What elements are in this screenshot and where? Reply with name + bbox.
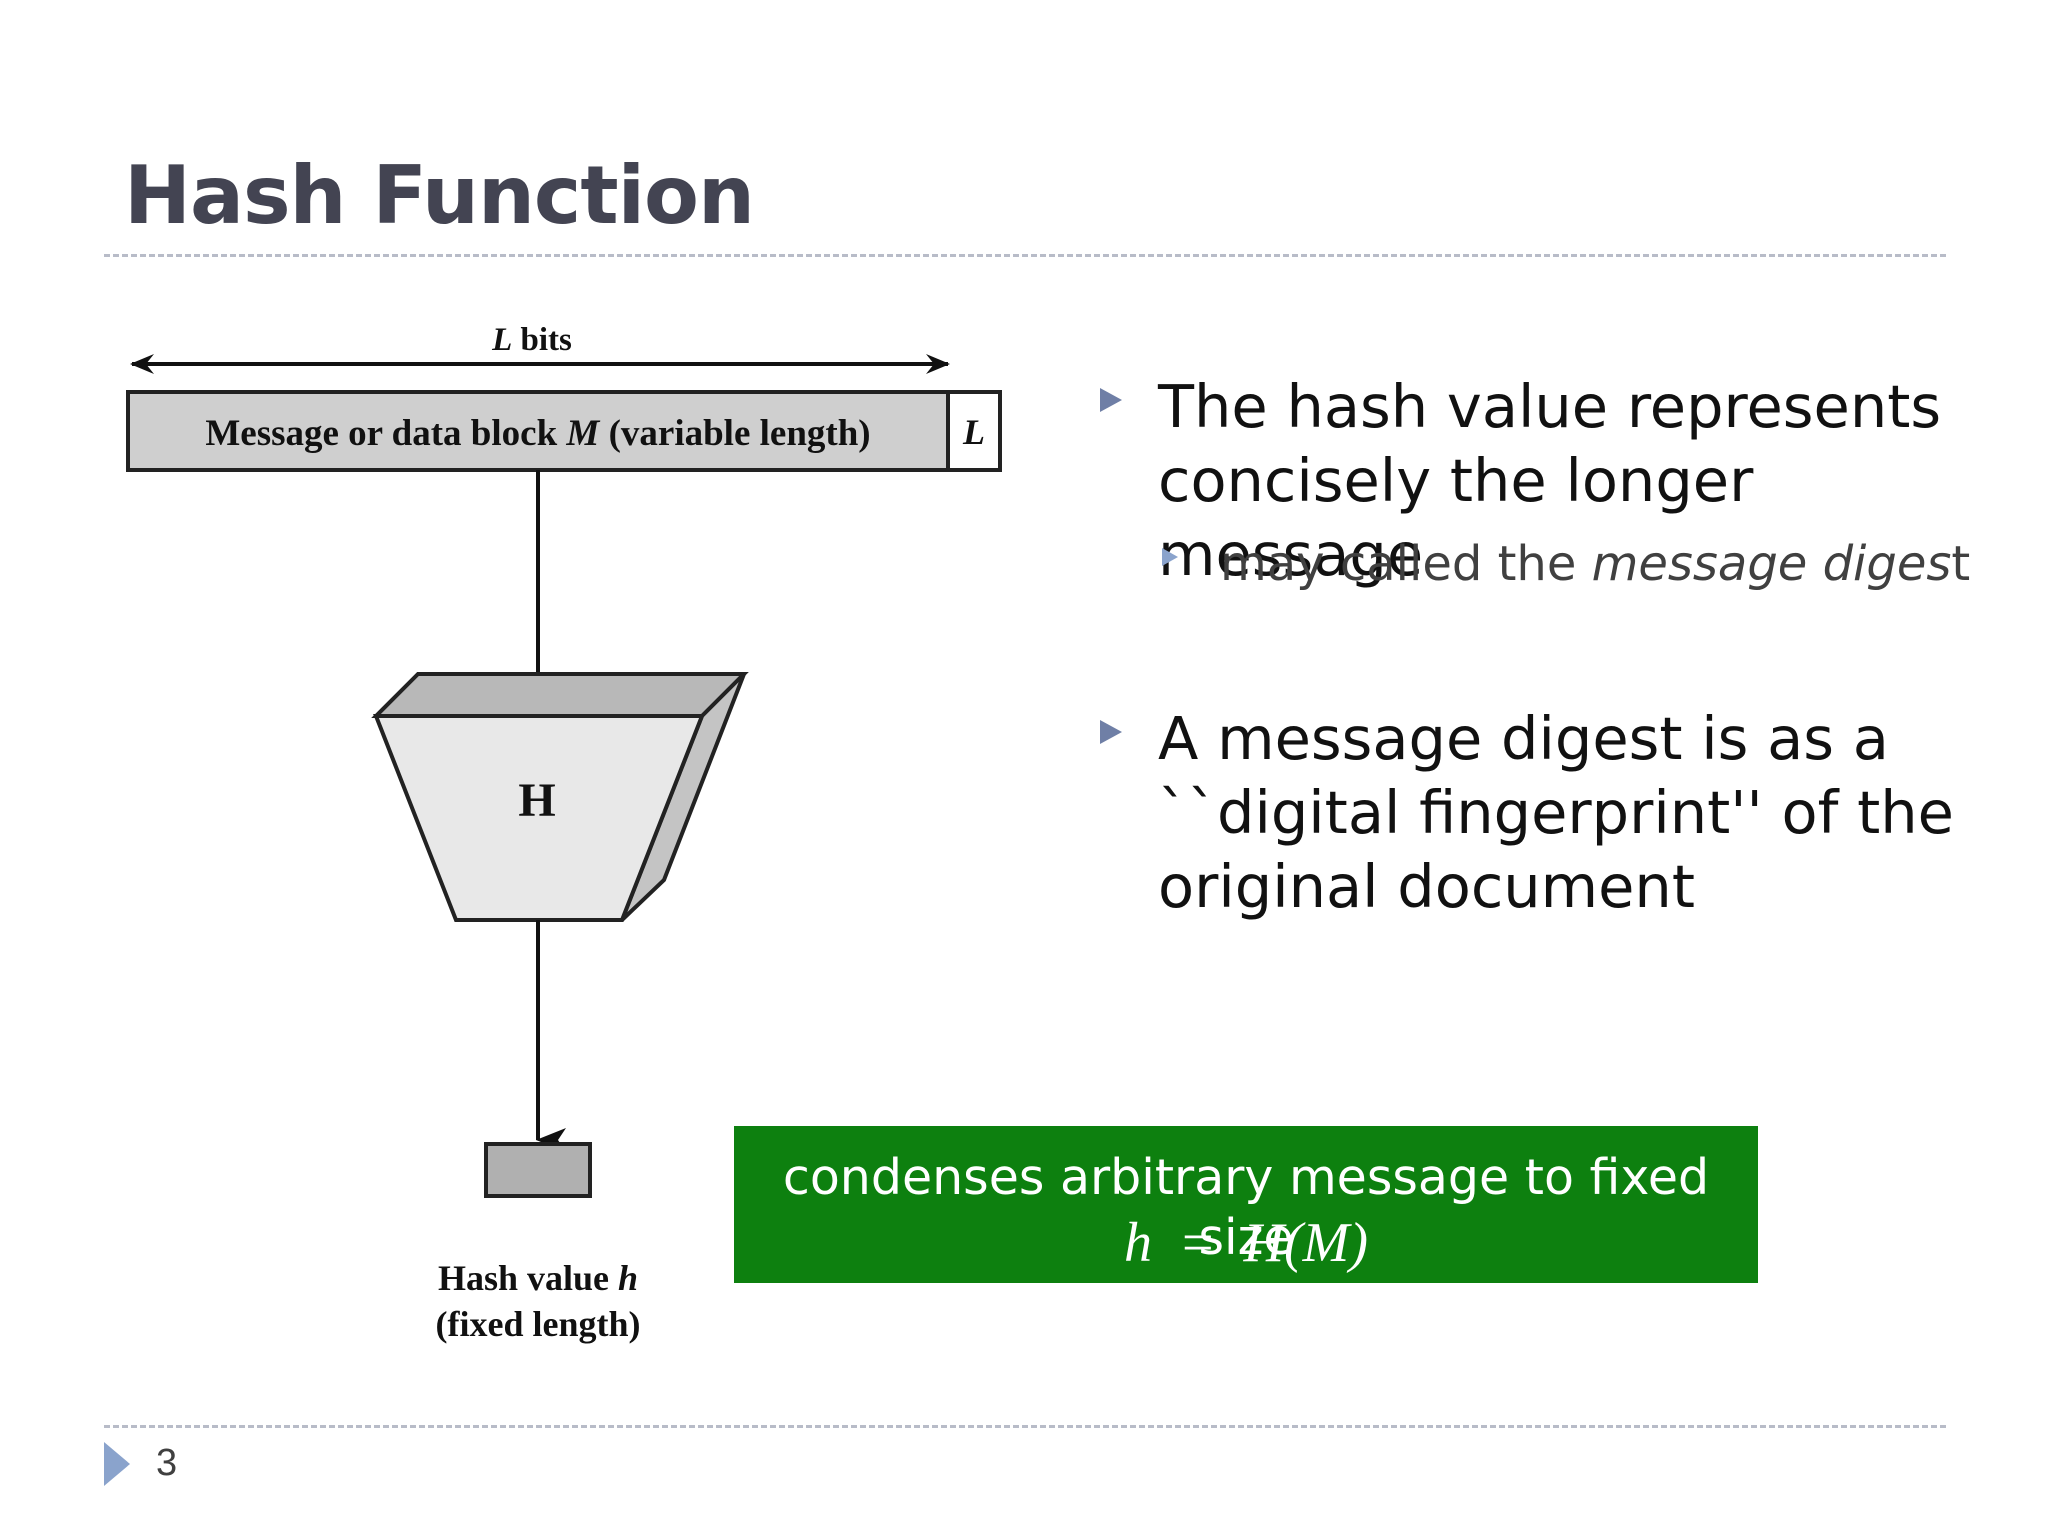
callout-box: condenses arbitrary message to fixed siz…: [734, 1126, 1758, 1283]
sub-bullet-marker-icon: [1162, 548, 1178, 566]
footer-arrow-icon: [104, 1442, 130, 1486]
hash-value-label-line2: (fixed length): [436, 1304, 641, 1344]
formula-rhs: H(M): [1243, 1212, 1368, 1274]
hash-formula: h = H(M): [734, 1213, 1758, 1273]
title-divider: [104, 254, 1946, 257]
bullet-text: The hash value represents concisely the …: [1158, 372, 1942, 589]
formula-lhs: h: [1124, 1212, 1152, 1274]
length-dimension-label: L bits: [491, 322, 572, 358]
function-box-front: [373, 714, 705, 922]
page-number: 3: [156, 1442, 178, 1484]
function-label: H: [518, 774, 555, 827]
function-box-top: [371, 672, 749, 718]
length-field-label: L: [962, 412, 985, 452]
sub-bullet-text: may called the message digest: [1220, 536, 1971, 592]
formula-eq: =: [1182, 1212, 1214, 1274]
length-field-block: [946, 390, 1002, 472]
slide-title: Hash Function: [124, 149, 755, 242]
footer-divider: [104, 1425, 1946, 1428]
callout-text: condenses arbitrary message to fixed siz…: [782, 1149, 1710, 1266]
hash-function-diagram: L bits Message or data block M (variable…: [126, 322, 1002, 1344]
bullet-text: A message digest is as a ``digital finge…: [1158, 704, 1954, 921]
hash-value-label-line1: Hash value h: [438, 1258, 638, 1298]
bullet-marker-icon: [1100, 388, 1122, 412]
hash-value-block: [484, 1142, 592, 1198]
bullet-marker-icon: [1100, 720, 1122, 744]
message-block-label: Message or data block M (variable length…: [205, 413, 870, 454]
